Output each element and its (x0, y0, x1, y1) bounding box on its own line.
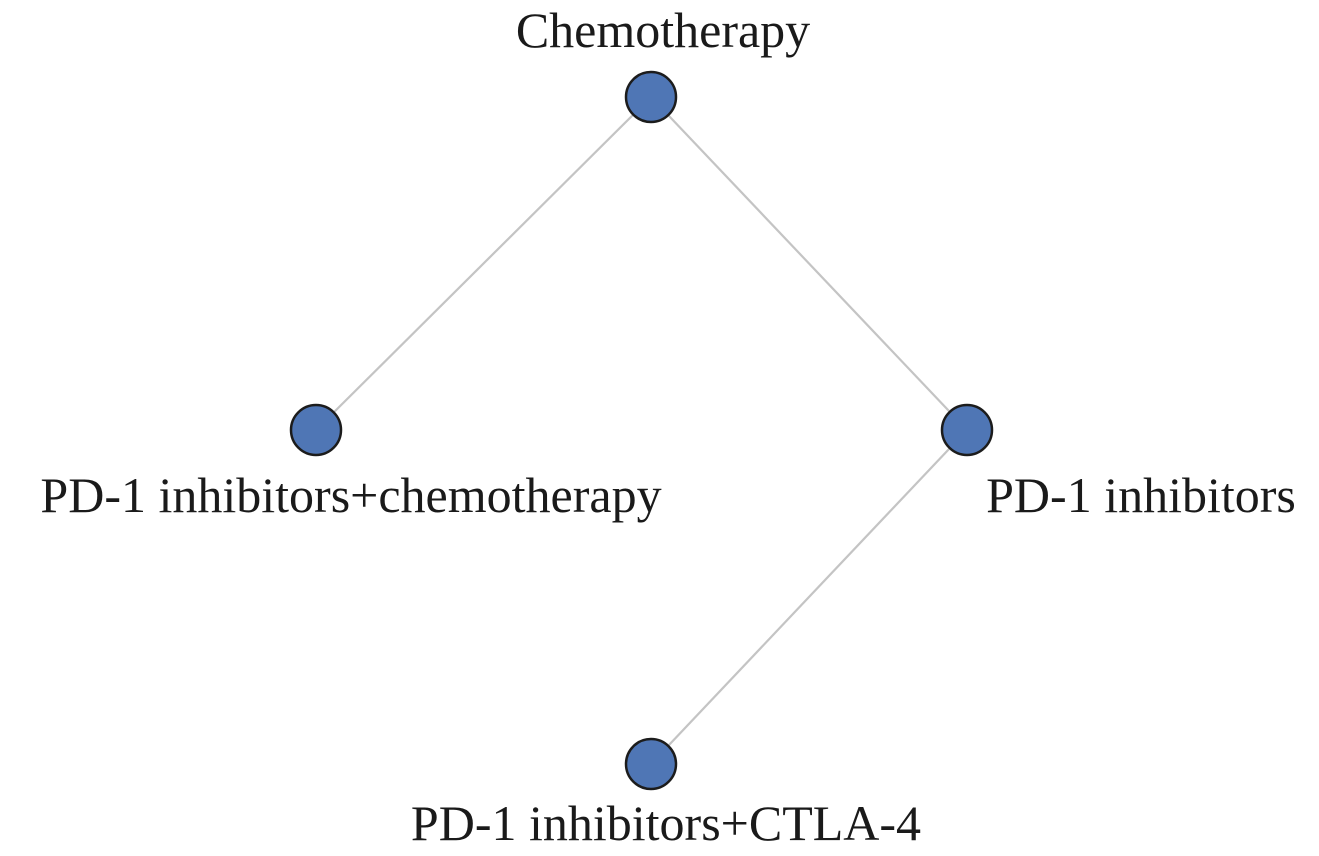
edge-chemotherapy-pd1-inhibitors (650, 96, 968, 431)
edge-pd1-inhibitors-pd1-ctla4 (650, 429, 968, 765)
node-pd1-inhibitors-chemotherapy (289, 403, 343, 457)
label-pd1-inhibitors-chemotherapy: PD-1 inhibitors+chemotherapy (40, 467, 661, 523)
node-chemotherapy (624, 70, 678, 124)
label-pd1-inhibitors-ctla4: PD-1 inhibitors+CTLA-4 (411, 795, 921, 851)
edge-chemotherapy-pd1-chemotherapy (315, 96, 652, 431)
node-pd1-inhibitors (940, 403, 994, 457)
label-chemotherapy: Chemotherapy (516, 2, 810, 58)
node-pd1-inhibitors-ctla4 (624, 737, 678, 791)
label-pd1-inhibitors: PD-1 inhibitors (986, 467, 1296, 523)
